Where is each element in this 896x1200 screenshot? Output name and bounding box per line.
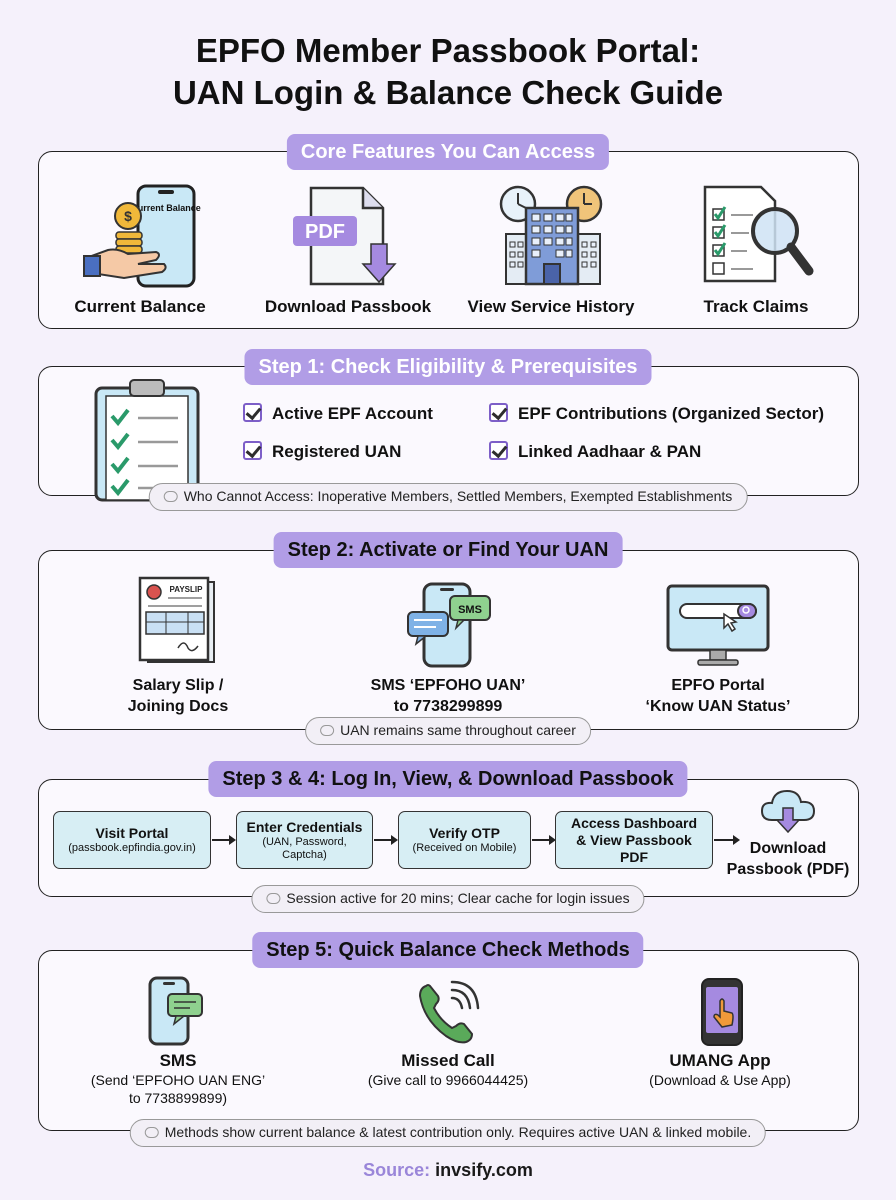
- step5-missed-call: Missed Call (Give call to 9966044425): [367, 1051, 529, 1088]
- checkbox-icon: [243, 403, 262, 422]
- phone-chat-icon: [148, 976, 203, 1046]
- step2-sms-uan: SMS ‘EPFOHO UAN’to 7738299899: [370, 677, 526, 715]
- building-clock-icon: [499, 185, 603, 286]
- pdf-download-icon: PDF: [293, 186, 397, 286]
- title-line-2: UAN Login & Balance Check Guide: [172, 74, 724, 111]
- speech-bubble-icon: [320, 725, 335, 736]
- check-epf-contributions: EPF Contributions (Organized Sector): [489, 403, 824, 425]
- phone-sms-icon: SMS: [407, 582, 491, 668]
- check-active-epf-account: Active EPF Account: [243, 403, 433, 425]
- svg-text:Current Balance: Current Balance: [131, 203, 201, 213]
- payslip-icon: PAYSLIP: [138, 576, 215, 663]
- flow-visit-portal: Visit Portal(passbook.epfindia.gov.in): [53, 811, 211, 869]
- step34-heading: Step 3 & 4: Log In, View, & Download Pas…: [208, 761, 688, 797]
- svg-text:SMS: SMS: [458, 604, 482, 616]
- feature-current-balance: Current Balance: [74, 297, 206, 316]
- page-title: EPFO Member Passbook Portal: UAN Login &…: [0, 30, 896, 114]
- flow-arrow: [532, 835, 556, 845]
- feature-track-claims: Track Claims: [703, 297, 809, 316]
- step5-umang-app: UMANG App (Download & Use App): [649, 1051, 791, 1088]
- svg-text:PDF: PDF: [305, 221, 345, 243]
- speech-bubble-icon: [144, 1127, 159, 1138]
- clipboard-checklist-icon: [94, 379, 200, 502]
- step5-sms-method: SMS (Send ‘EPFOHO UAN ENG’ to 7738899899…: [90, 1051, 266, 1106]
- step2-note: UAN remains same throughout career: [305, 717, 591, 745]
- svg-text:$: $: [124, 208, 132, 224]
- monitor-search-icon: [666, 584, 770, 666]
- step34-note: Session active for 20 mins; Clear cache …: [251, 885, 645, 913]
- flow-arrow: [212, 835, 236, 845]
- step2-know-uan-status: EPFO Portal‘Know UAN Status’: [645, 677, 791, 715]
- flow-arrow: [374, 835, 398, 845]
- check-linked-aadhaar-pan: Linked Aadhaar & PAN: [489, 441, 701, 463]
- flow-access-dashboard: Access Dashboard & View Passbook PDF: [555, 811, 713, 869]
- speech-bubble-icon: [163, 491, 178, 502]
- speech-bubble-icon: [266, 893, 281, 904]
- title-line-1: EPFO Member Passbook Portal:: [195, 32, 701, 69]
- step5-heading: Step 5: Quick Balance Check Methods: [252, 932, 644, 968]
- flow-arrow: [714, 835, 740, 845]
- source-credit: Source: invsify.com: [363, 1160, 533, 1180]
- flow-enter-credentials: Enter Credentials(UAN, Password, Captcha…: [236, 811, 373, 869]
- feature-view-service-history: View Service History: [467, 297, 635, 316]
- hand-coins-phone-icon: Current Balance $: [83, 184, 201, 288]
- step1-note: Who Cannot Access: Inoperative Members, …: [148, 483, 748, 511]
- step2-salary-slip: Salary Slip /Joining Docs: [127, 677, 229, 715]
- phone-call-icon: [418, 980, 480, 1044]
- app-tap-icon: [701, 978, 743, 1046]
- checkbox-icon: [243, 441, 262, 460]
- step5-note: Methods show current balance & latest co…: [129, 1119, 767, 1147]
- flow-verify-otp: Verify OTP(Received on Mobile): [398, 811, 531, 869]
- checkbox-icon: [489, 441, 508, 460]
- step2-heading: Step 2: Activate or Find Your UAN: [273, 532, 623, 568]
- cloud-download-icon: [760, 789, 816, 834]
- check-registered-uan: Registered UAN: [243, 441, 401, 463]
- step1-heading: Step 1: Check Eligibility & Prerequisite…: [244, 349, 652, 385]
- core-features-heading: Core Features You Can Access: [286, 134, 610, 170]
- svg-text:PAYSLIP: PAYSLIP: [170, 585, 204, 594]
- checkbox-icon: [489, 403, 508, 422]
- feature-download-passbook: Download Passbook: [264, 297, 432, 316]
- checklist-magnifier-icon: [703, 185, 814, 283]
